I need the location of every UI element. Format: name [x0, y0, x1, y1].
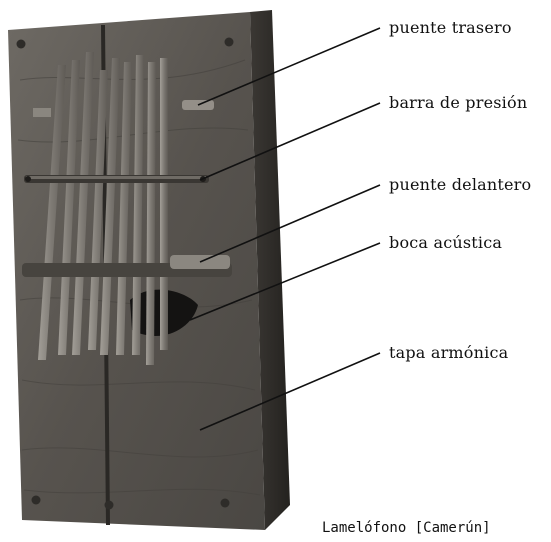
label-pressure-bar: barra de presión — [389, 93, 527, 112]
tine — [160, 58, 168, 350]
peg — [225, 38, 234, 47]
peg — [32, 496, 41, 505]
label-back-bridge: puente trasero — [389, 18, 512, 37]
pressure-bar — [24, 175, 209, 183]
peg — [17, 40, 26, 49]
label-front-bridge: puente delantero — [389, 175, 531, 194]
figure-caption: Lamelófono [Camerún] — [322, 520, 491, 536]
label-soundboard: tapa armónica — [389, 343, 508, 362]
peg — [105, 501, 114, 510]
label-sound-hole: boca acústica — [389, 233, 502, 252]
peg — [221, 499, 230, 508]
